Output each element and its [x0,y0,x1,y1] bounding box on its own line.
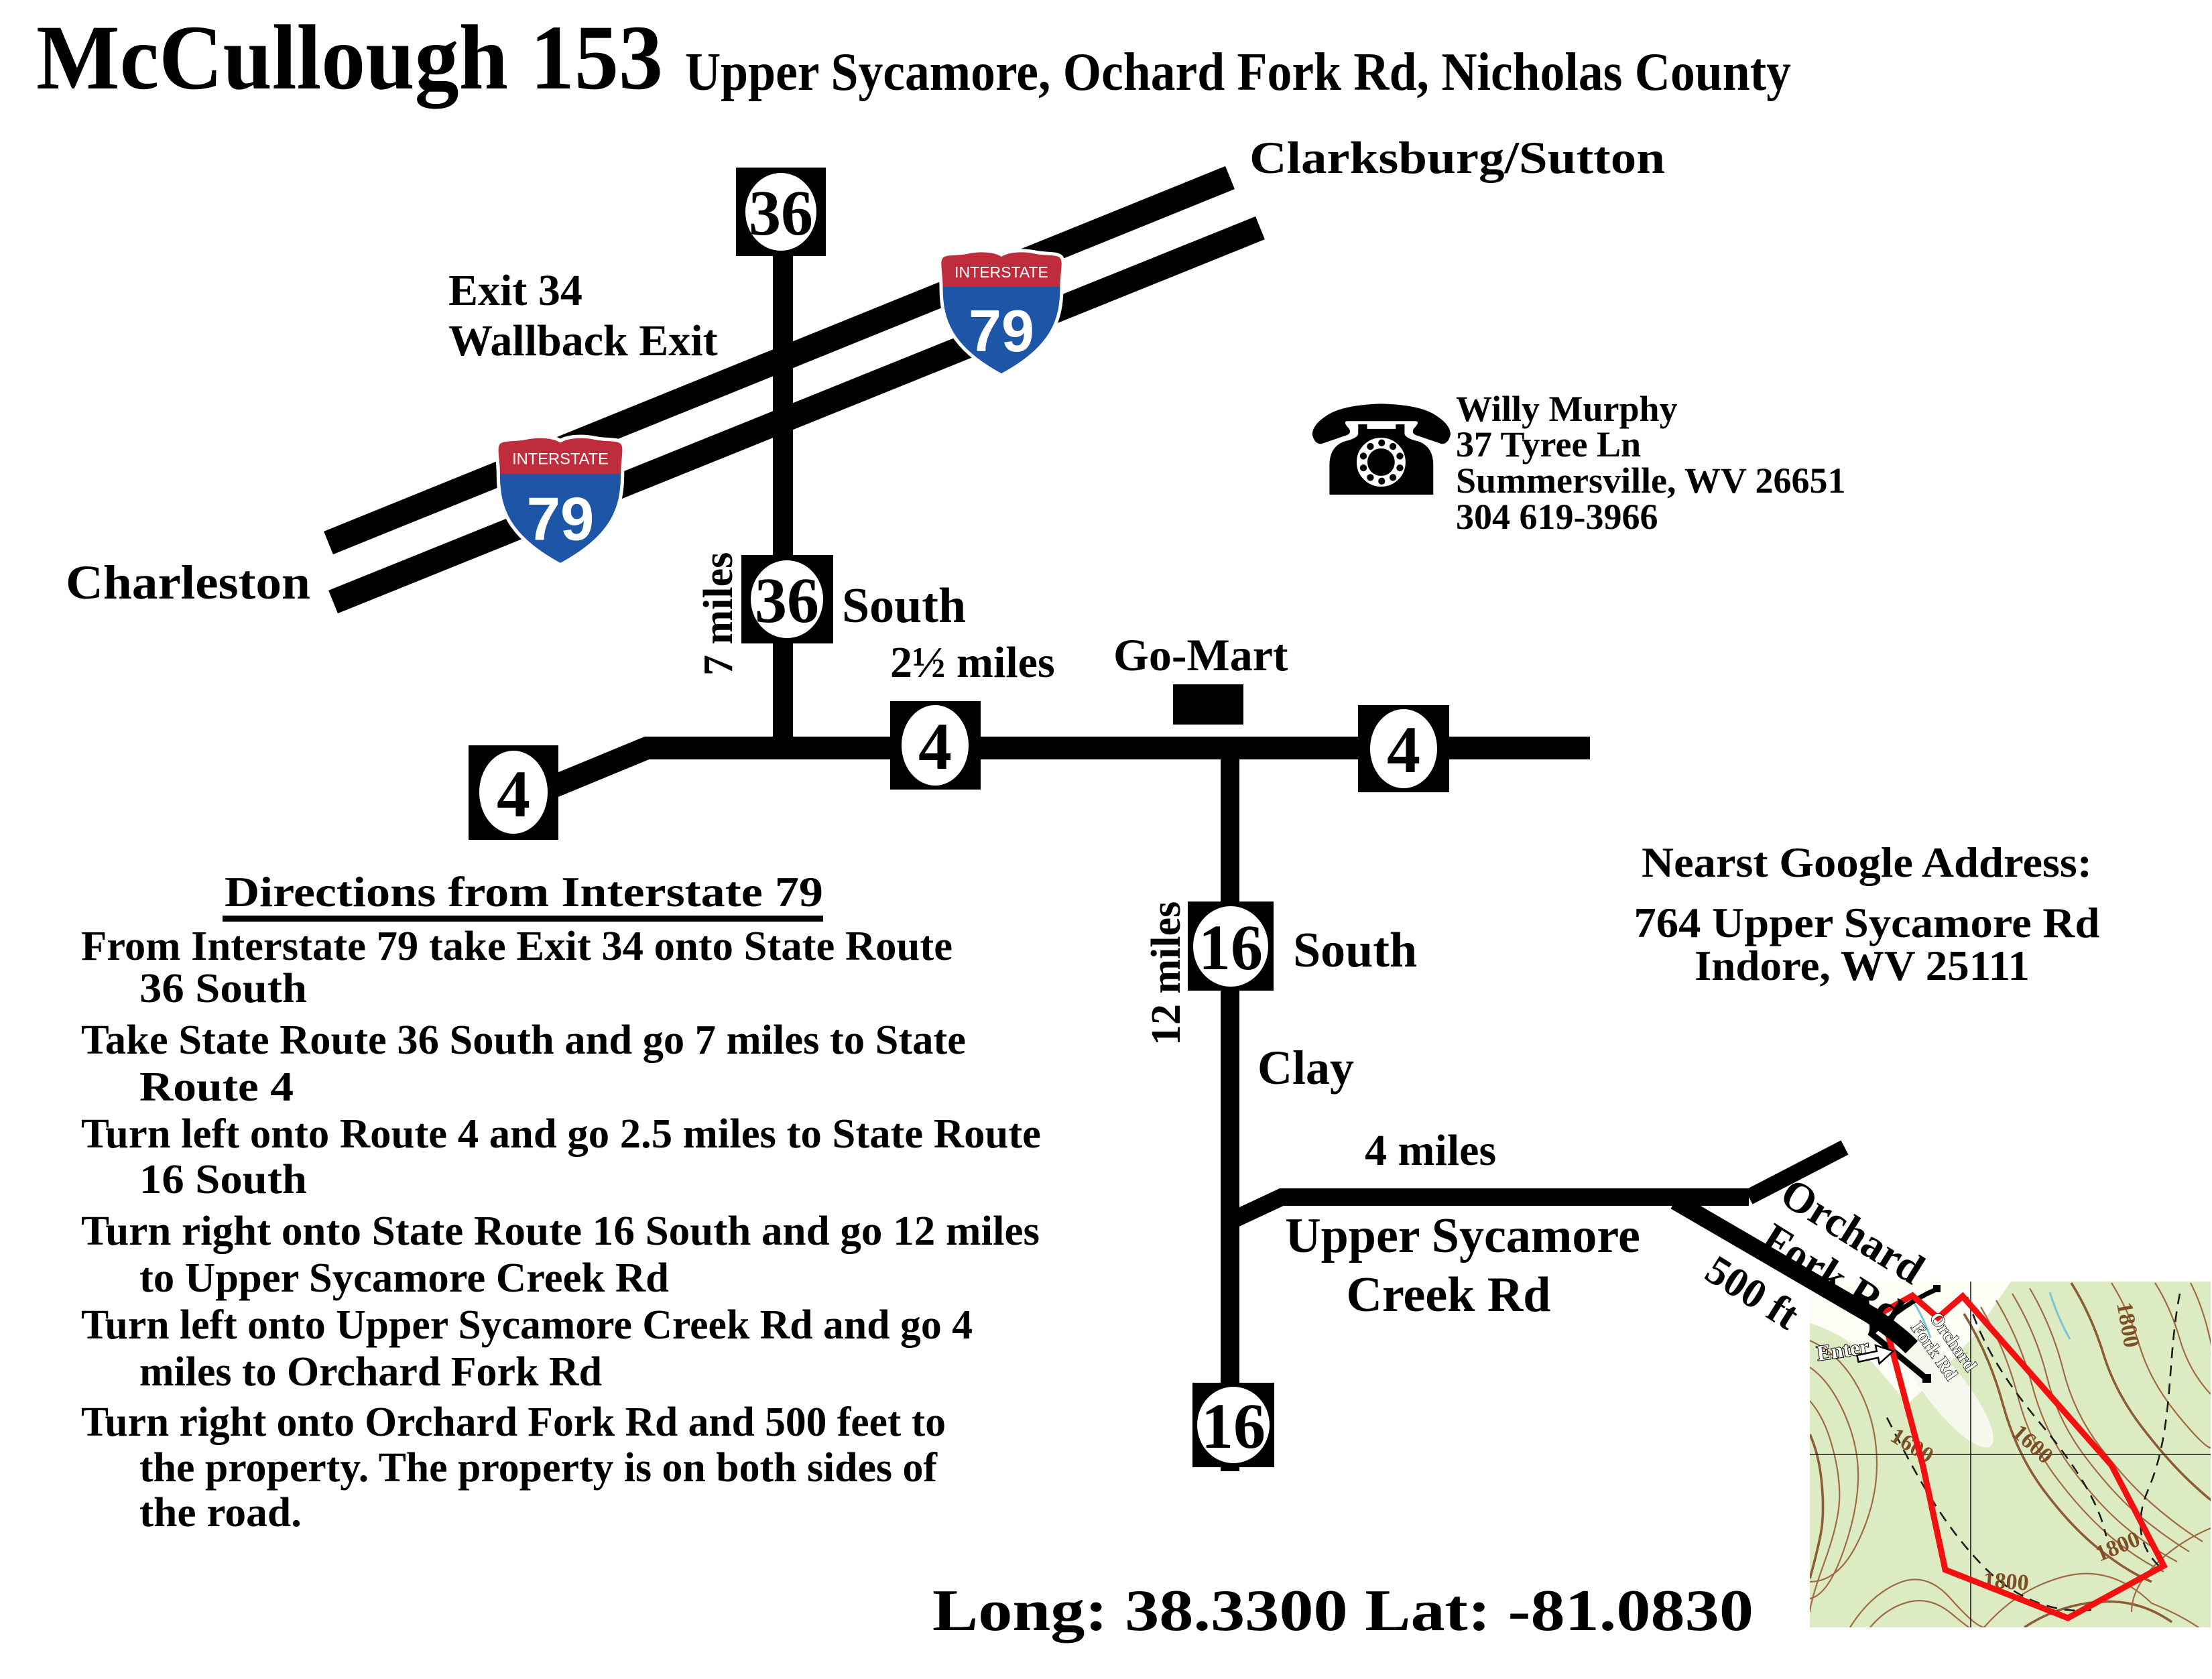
directions-heading-underline [223,916,823,922]
route-4-number: 4 [497,757,530,831]
direction-step: to Upper Sycamore Creek Rd [139,1255,669,1301]
direction-step: the road. [139,1490,302,1536]
map-house-marker [1933,1285,1941,1292]
upper-sycamore-creek-road [1226,1140,1918,1354]
upper-sycamore-label-line1: Upper Sycamore [1285,1208,1640,1263]
interstate-79-shield-lower: INTERSTATE 79 [495,434,626,567]
orchard-fork-road [1670,1193,1918,1354]
directions-block: Directions from Interstate 79 From Inter… [81,868,1041,1536]
twelve-miles-label: 12 miles [1144,901,1189,1046]
freeway-line-lower [328,216,1265,614]
contact-address1: 37 Tyree Ln [1456,424,1641,464]
route-36-number: 36 [749,177,813,249]
south-label-36: South [842,578,966,633]
south-label-16: South [1293,923,1417,978]
direction-step: Turn right onto Orchard Fork Rd and 500 … [81,1400,946,1445]
direction-step: 16 South [139,1157,307,1202]
direction-step: Turn left onto Upper Sycamore Creek Rd a… [81,1302,973,1348]
property-boundary [1878,1292,2168,1621]
phone-icon: ☎ [1304,379,1459,524]
directions-heading: Directions from Interstate 79 [225,868,823,916]
direction-step: Turn left onto Route 4 and go 2.5 miles … [81,1111,1041,1157]
route-16-shield-bottom: 16 [1192,1383,1274,1467]
interstate-word: INTERSTATE [512,450,609,468]
four-miles-label: 4 miles [1365,1126,1496,1175]
contact-phone: 304 619-3966 [1456,497,1658,537]
direction-step: Take State Route 36 South and go 7 miles… [81,1017,966,1063]
upper-sycamore-label-line2: Creek Rd [1347,1267,1551,1322]
long-lat-label: Long: 38.3300 Lat: -81.0830 [932,1578,1754,1643]
i79-number: 79 [527,486,595,554]
route-36-shield-top: 36 [736,168,826,256]
creek-line [2048,1292,2071,1340]
google-address-line1: Nearst Google Address: [1642,838,2092,886]
contact-address2: Summersville, WV 26651 [1456,460,1846,501]
route-4-shield-left: 4 [469,745,558,840]
direction-step: miles to Orchard Fork Rd [139,1349,602,1395]
route-16-number: 16 [1199,912,1263,983]
contact-block: Willy Murphy 37 Tyree Ln Summersville, W… [1456,389,1846,537]
direction-step: Route 4 [139,1064,294,1110]
direction-step: From Interstate 79 take Exit 34 onto Sta… [81,924,953,969]
route-4-road [527,737,1590,806]
clay-label: Clay [1257,1041,1354,1095]
contour-lines [1810,1282,2211,1627]
clarksburg-sutton-label: Clarksburg/Sutton [1249,132,1665,183]
i79-number: 79 [969,298,1034,364]
direction-step: the property. The property is on both si… [139,1445,938,1491]
interstate-79-shield-upper: INTERSTATE 79 [938,249,1065,377]
gomart-building [1173,684,1243,725]
contact-name: Willy Murphy [1456,389,1678,429]
direction-step: Turn right onto State Route 16 South and… [81,1208,1040,1254]
trail-dashed-lines [1886,1293,2181,1612]
route-4-number: 4 [918,709,952,784]
route-4-shield-right: 4 [1358,705,1449,792]
charleston-label: Charleston [66,556,310,609]
interstate-word: INTERSTATE [955,263,1048,281]
route-16-shield-top: 16 [1188,901,1274,991]
map-house-marker [1922,1374,1931,1383]
google-address-line3: Indore, WV 25111 [1695,942,2030,989]
route-16-number: 16 [1201,1390,1266,1462]
direction-step: 36 South [139,966,307,1011]
topo-map: 1800 1600 1600 1800 1800 Enter Orchard F… [1810,1282,2211,1627]
route-36-shield-lower: 36 [741,555,833,643]
route-4-shield-middle: 4 [890,701,981,790]
gomart-label: Go-Mart [1113,629,1288,680]
page-title: McCullough 153 [36,6,663,109]
enter-arrow-icon [1856,1344,1895,1365]
route-4-number: 4 [1387,712,1420,787]
google-address-block: Nearst Google Address: 764 Upper Sycamor… [1634,838,2100,989]
google-address-line2: 764 Upper Sycamore Rd [1634,899,2100,946]
page-subtitle: Upper Sycamore, Ochard Fork Rd, Nicholas… [685,43,1791,102]
seven-miles-label: 7 miles [696,552,741,676]
exit-34-label: Exit 34 [448,266,582,315]
two-half-miles-label: 2½ miles [890,638,1055,687]
upper-sycamore-continuation [1745,1140,1849,1204]
route-36-number: 36 [755,564,819,636]
wallback-exit-label: Wallback Exit [448,316,718,365]
